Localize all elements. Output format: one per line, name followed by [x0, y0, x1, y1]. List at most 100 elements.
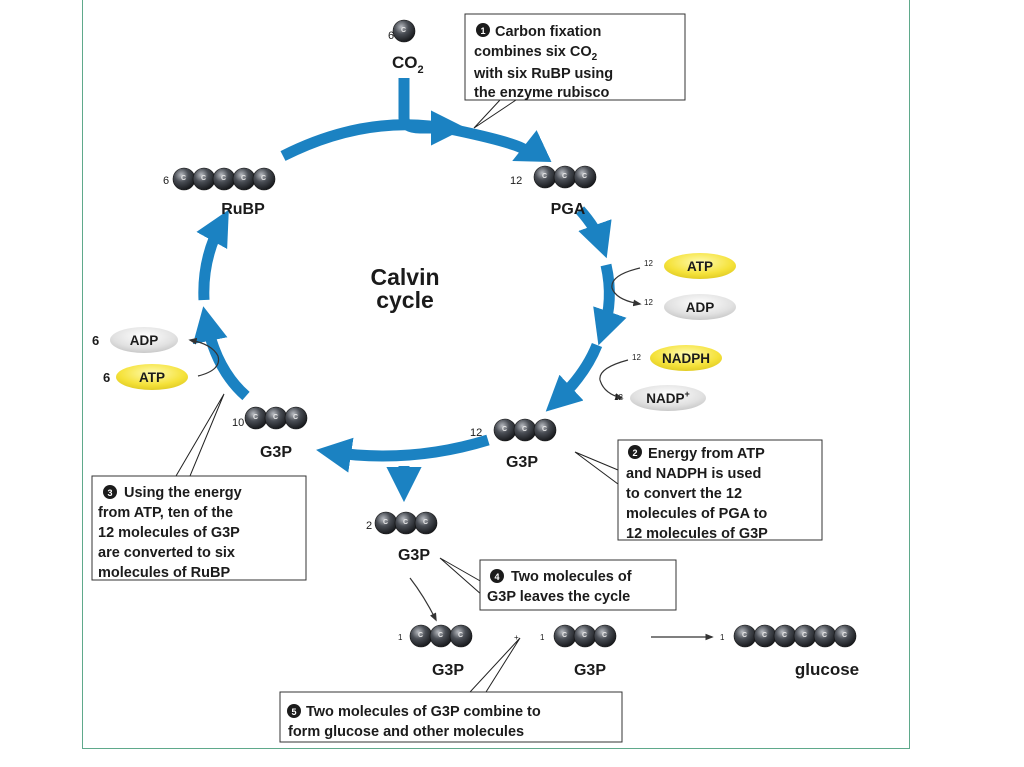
g3p-10-count: 10	[232, 417, 244, 429]
nadp-count: 12	[614, 393, 623, 402]
carbon-letter: C	[582, 173, 587, 180]
step1-line3: with six RuBP using	[473, 66, 613, 82]
step4-callout: 4 Two molecules of G3P leaves the cycle	[479, 559, 677, 611]
arrow-g3p-to-rubp	[192, 306, 250, 401]
atp-left-label: ATP	[139, 370, 165, 385]
glucose-count: 1	[720, 633, 725, 642]
carbon-atom	[252, 167, 276, 191]
rubp-count: 6	[163, 175, 169, 187]
side-arrows	[188, 267, 714, 641]
step5-callout: 5 Two molecules of G3P combine to form g…	[279, 691, 623, 743]
carbon-letter: C	[458, 632, 463, 639]
carbon-letter: C	[293, 414, 298, 421]
nadp-pill	[630, 385, 706, 411]
carbon-letter: C	[201, 175, 206, 182]
carbon-letter: C	[383, 519, 388, 526]
carbon-atom	[284, 406, 308, 430]
step2-callout: 2 Energy from ATP and NADPH is used to c…	[617, 439, 823, 542]
step3-line1: Using the energy	[124, 485, 242, 501]
carbon-letter: C	[502, 426, 507, 433]
nadph-label: NADPH	[662, 351, 710, 366]
g3p-b-count: 1	[540, 633, 545, 642]
arrow-g3p-to-rubp-2	[196, 209, 229, 301]
step1-line4: the enzyme rubisco	[474, 85, 610, 101]
atp-right-pill	[664, 253, 736, 279]
step5-number-badge	[287, 704, 301, 718]
step3-line4: are converted to six	[98, 545, 235, 561]
atp-left-pill	[116, 364, 188, 390]
co2-count: 6	[388, 30, 394, 42]
carbon-letter: C	[423, 519, 428, 526]
cycle-arrows	[192, 78, 627, 503]
cycle-title-line2: cycle	[376, 287, 434, 313]
g3p-10-label: G3P	[260, 444, 292, 461]
carbon-letter: C	[602, 632, 607, 639]
step4-line1: Two molecules of	[511, 569, 632, 585]
adp-right-count: 12	[644, 298, 653, 307]
step5-line1: Two molecules of G3P combine to	[306, 704, 541, 720]
glucose-label: glucose	[795, 660, 859, 679]
carbon-letter: C	[438, 632, 443, 639]
step3-line3: 12 molecules of G3P	[98, 525, 240, 541]
carbon-atom	[533, 418, 557, 442]
step4-number-badge	[490, 569, 504, 583]
carbon-letter: C	[842, 632, 847, 639]
arrow-g3p-to-g3p	[316, 434, 490, 473]
carbon-atom	[833, 624, 857, 648]
carbon-letter: C	[742, 632, 747, 639]
step1-number: 1	[480, 26, 485, 36]
carbon-letter: C	[762, 632, 767, 639]
step3-number-badge	[103, 485, 117, 499]
adp-left-pill	[110, 327, 178, 353]
atp-right-label: ATP	[687, 259, 713, 274]
slide-frame	[82, 0, 910, 749]
carbon-atom	[593, 624, 617, 648]
plus-sign: +	[514, 633, 519, 642]
step4-number: 4	[494, 572, 499, 582]
carbon-letter: C	[403, 519, 408, 526]
rubp-label: RuBP	[221, 201, 265, 218]
carbon-letter: C	[782, 632, 787, 639]
co2-molecule: C	[392, 19, 416, 43]
atp-right-count: 12	[644, 259, 653, 268]
carbon-letter: C	[181, 175, 186, 182]
carbon-letter: C	[562, 173, 567, 180]
carbon-letter: C	[273, 414, 278, 421]
carbon-letter: C	[562, 632, 567, 639]
step1-number-badge	[476, 23, 490, 37]
carbon-atom	[449, 624, 473, 648]
carbon-letter: C	[542, 173, 547, 180]
adp-right-label: ADP	[686, 300, 715, 315]
step1-line1: Carbon fixation	[495, 24, 601, 40]
step3-line5: molecules of RuBP	[98, 565, 230, 581]
adp-right-pill	[664, 294, 736, 320]
g3p-b-label: G3P	[574, 662, 606, 679]
step3-line2: from ATP, ten of the	[98, 505, 233, 521]
arrow-pga-to-g3p	[575, 206, 612, 259]
step3-number: 3	[107, 488, 112, 498]
arrow-pga-to-g3p-2	[593, 263, 627, 346]
carbon-letter: C	[221, 175, 226, 182]
g3p-2-label: G3P	[398, 547, 430, 564]
carbon-atom	[392, 19, 416, 43]
step2-number-badge	[628, 445, 642, 459]
step2-line4: molecules of PGA to	[626, 506, 767, 522]
adp-left-count: 6	[92, 333, 99, 348]
carbon-atom	[414, 511, 438, 535]
g3p-a-label: G3P	[432, 662, 464, 679]
g3p-a-count: 1	[398, 633, 403, 642]
step1-line2: combines six CO2	[474, 44, 598, 63]
carbon-letter: C	[418, 632, 423, 639]
g3p-2-count: 2	[366, 520, 372, 532]
carbon-letter: C	[241, 175, 246, 182]
carbon-letter: C	[582, 632, 587, 639]
carbon-letter: C	[822, 632, 827, 639]
nadph-count: 12	[632, 353, 641, 362]
